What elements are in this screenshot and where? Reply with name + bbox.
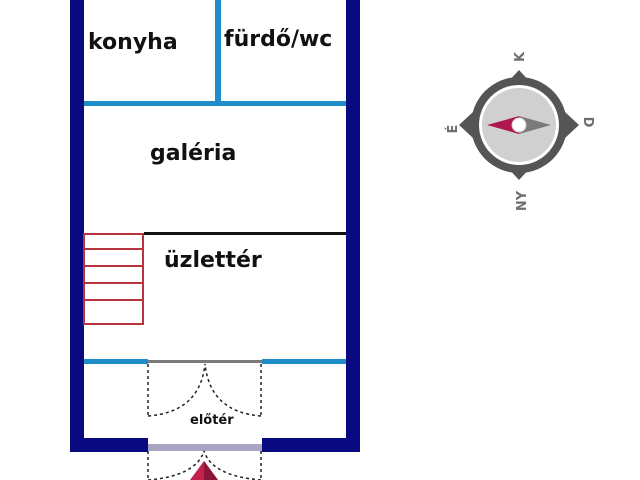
inner-walls	[84, 0, 346, 364]
room-label-kitchen: konyha	[88, 30, 178, 55]
room-label-shop: üzlettér	[164, 248, 262, 273]
stairs	[83, 233, 144, 325]
entrance-threshold	[148, 444, 262, 451]
wall-entrance-left	[84, 359, 148, 364]
compass-label-d: D	[580, 117, 595, 128]
compass-label-ny: NY	[515, 190, 530, 211]
compass-pointer-right	[565, 112, 579, 138]
room-label-gallery: galéria	[150, 141, 236, 166]
entrance-door	[147, 444, 262, 480]
wall-entrance-right	[262, 359, 346, 364]
entrance-arrow-shade	[204, 461, 218, 480]
compass-label-k: K	[513, 51, 528, 62]
door-threshold-inner	[148, 360, 262, 363]
stairs-frame	[83, 233, 144, 325]
door-swing-right	[204, 363, 262, 417]
outer-wall-bottom-right	[262, 438, 360, 452]
wall-gallery-edge	[144, 232, 346, 235]
entrance-swing-left	[147, 450, 205, 480]
entrance-swing-right	[203, 450, 262, 480]
compass-label-e: É	[445, 125, 461, 134]
compass-center-pin	[511, 117, 527, 133]
room-label-bathroom: fürdő/wc	[224, 27, 332, 52]
compass-pointer-left	[459, 112, 473, 138]
outer-wall-left	[70, 0, 84, 450]
outer-wall-right	[346, 0, 360, 450]
outer-wall-bottom-left	[70, 438, 148, 452]
door-swing-left	[147, 363, 206, 417]
wall-upper-rooms	[84, 101, 346, 106]
compass-needle-red	[487, 116, 519, 134]
compass-needle-gray	[519, 116, 551, 134]
compass: K D NY É	[445, 51, 595, 211]
room-label-entrance: előtér	[190, 413, 234, 428]
outer-walls	[70, 0, 360, 452]
wall-kitchen-bathroom	[215, 0, 221, 104]
inner-double-door	[147, 363, 262, 417]
